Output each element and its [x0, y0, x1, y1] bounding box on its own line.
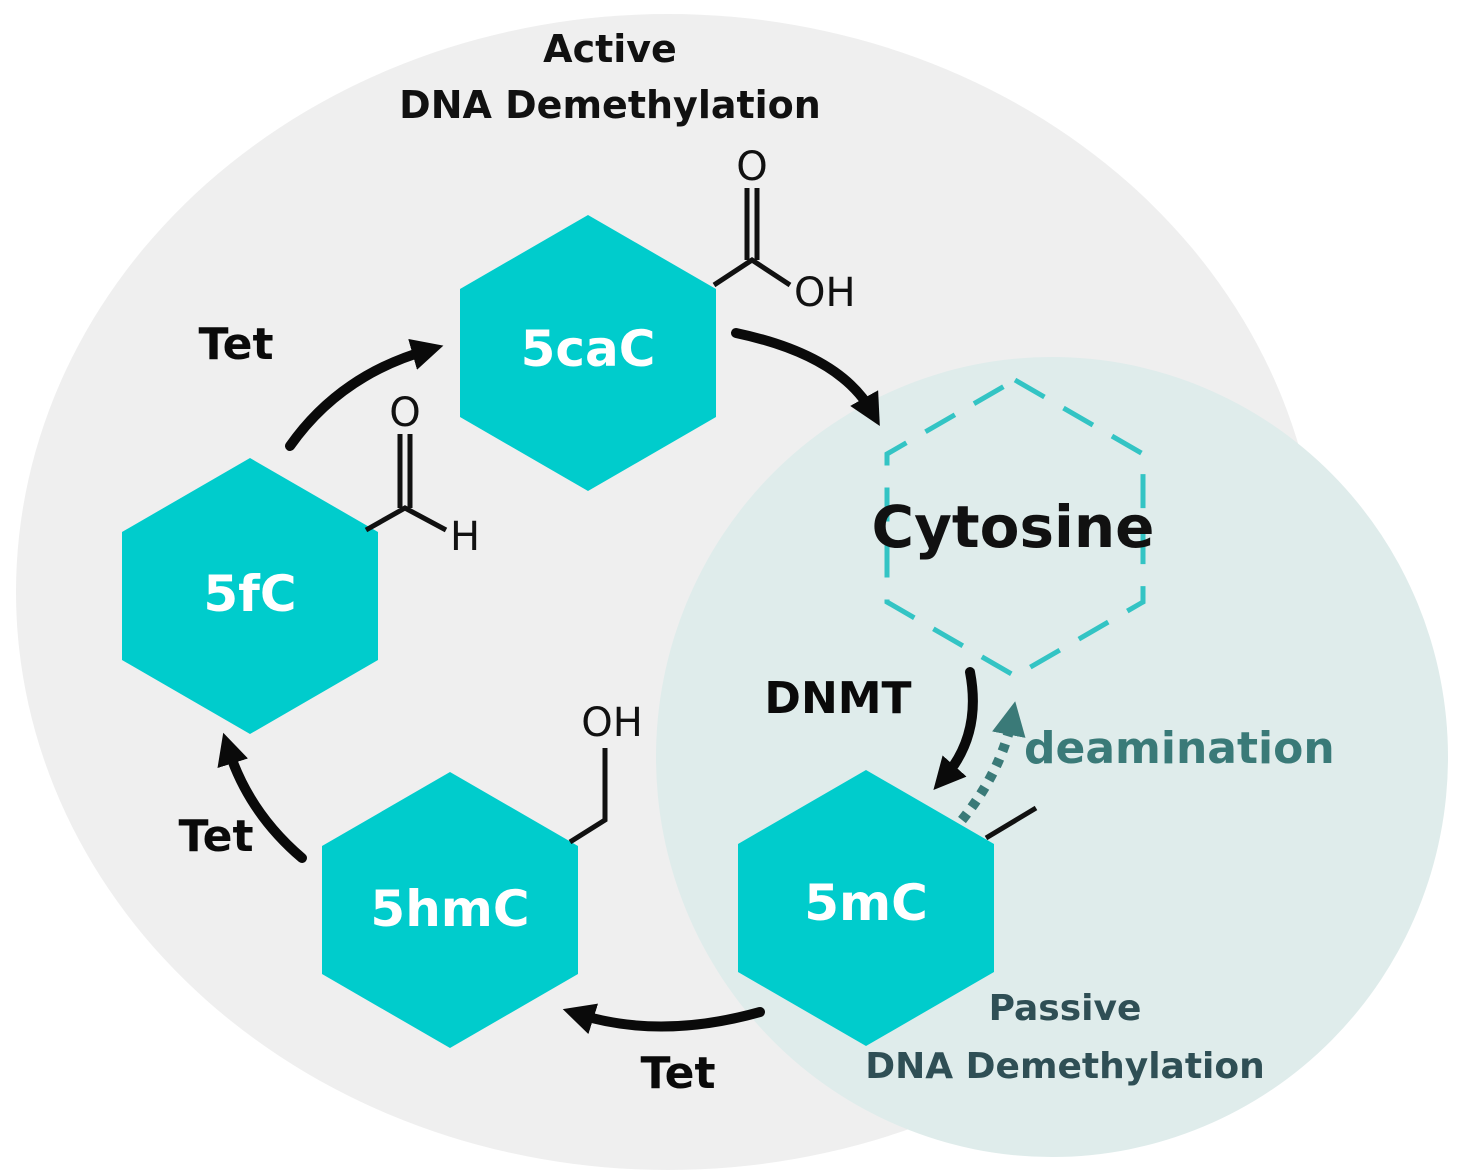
label-tet-hmc-to-fc: Tet	[178, 811, 253, 862]
label-deamination: deamination	[1024, 723, 1335, 774]
label-dnmt: DNMT	[764, 673, 911, 724]
hexagon-5mc	[738, 770, 994, 1046]
atom-cac-o: O	[736, 144, 767, 190]
node-5mc: 5mC	[738, 770, 1038, 1046]
passive-title-line2: DNA Demethylation	[865, 1046, 1264, 1087]
carboxyl-bond	[712, 257, 792, 288]
active-title-line1: Active	[543, 27, 677, 71]
label-cytosine: Cytosine	[872, 493, 1155, 561]
arrow-5cac-to-cytosine	[731, 328, 880, 426]
hydroxymethyl-bond	[568, 748, 608, 845]
label-5mc: 5mC	[804, 874, 928, 932]
label-5hmc: 5hmC	[370, 880, 529, 938]
hexagon-cytosine-outline	[884, 377, 1146, 679]
formyl-bond	[364, 505, 448, 533]
node-5hmc: 5hmC OH	[322, 700, 643, 1048]
methyl-bond	[984, 805, 1038, 841]
atom-hmc-oh: OH	[581, 700, 643, 746]
label-5fc: 5fC	[203, 565, 296, 623]
atom-cac-oh: OH	[794, 270, 856, 316]
arrow-deamination	[958, 701, 1026, 824]
arrow-5fc-to-5cac	[285, 338, 444, 451]
active-title-line2: DNA Demethylation	[399, 83, 821, 127]
hexagon-5cac	[460, 215, 716, 491]
passive-title-line1: Passive	[989, 988, 1142, 1029]
label-tet-fc-to-cac: Tet	[198, 319, 273, 370]
arrow-cytosine-to-5mc	[933, 667, 978, 790]
label-tet-mc-to-hmc: Tet	[640, 1048, 715, 1099]
hexagon-5fc	[122, 458, 378, 734]
arrow-5mc-to-5hmc	[562, 1003, 765, 1035]
node-5fc: 5fC O H	[122, 390, 480, 734]
arrow-5hmc-to-5fc	[217, 732, 307, 863]
hexagon-5hmc	[322, 772, 578, 1048]
atom-fc-h: H	[450, 514, 480, 560]
label-5cac: 5caC	[521, 320, 656, 378]
atom-fc-o: O	[389, 390, 420, 436]
node-5cac: 5caC O OH	[460, 144, 856, 491]
node-cytosine: Cytosine	[872, 377, 1155, 679]
